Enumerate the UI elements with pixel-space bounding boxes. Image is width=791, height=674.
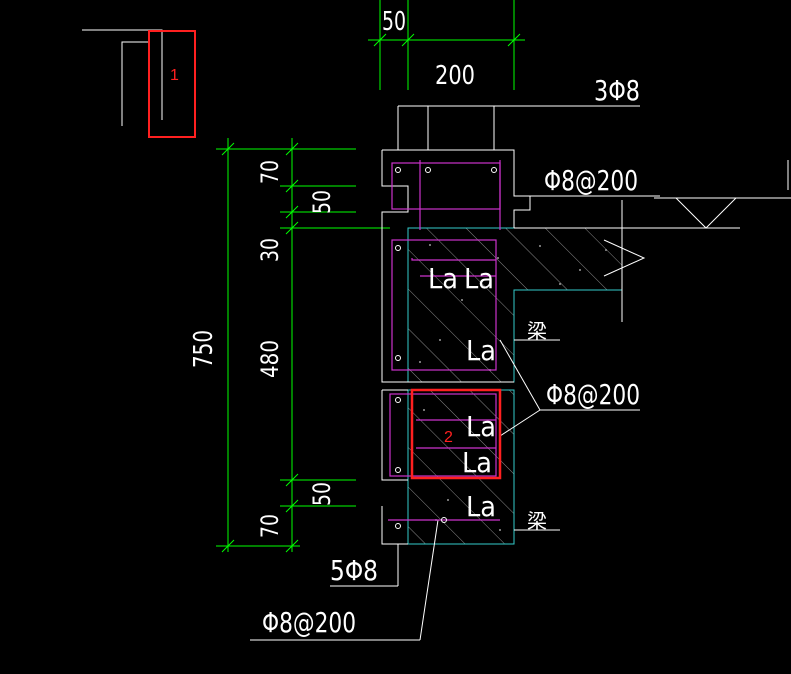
section-outline bbox=[250, 105, 791, 641]
stirrup-middle-label: Φ8@200 bbox=[546, 378, 640, 411]
rebar-bottom-label: 5Φ8 bbox=[330, 554, 378, 587]
dim-top-50: 50 bbox=[382, 7, 406, 37]
upper-beam bbox=[407, 227, 623, 383]
callout-box-1-label: 1 bbox=[170, 67, 179, 84]
dim-seg-30: 30 bbox=[256, 238, 284, 262]
callout-box-2-label: 2 bbox=[444, 429, 453, 446]
anchorage-mid-2: La bbox=[462, 446, 492, 479]
dim-total-750: 750 bbox=[189, 330, 219, 368]
dim-seg-50-top: 50 bbox=[308, 190, 336, 214]
stirrup-lower-label: Φ8@200 bbox=[262, 606, 356, 639]
callout-box-1[interactable] bbox=[148, 30, 196, 138]
anchorage-upper-3: La bbox=[466, 334, 496, 367]
dim-seg-480: 480 bbox=[256, 340, 284, 378]
anchorage-upper-1: La bbox=[428, 262, 458, 295]
anchorage-mid-3: La bbox=[466, 490, 496, 523]
rebar-top-label: 3Φ8 bbox=[594, 74, 640, 107]
dim-top-200: 200 bbox=[435, 61, 475, 91]
lower-beam bbox=[407, 389, 515, 545]
anchorage-upper-2: La bbox=[464, 262, 494, 295]
rebar-dots bbox=[395, 167, 497, 529]
dim-seg-70-top: 70 bbox=[256, 160, 284, 184]
section-outline-topleft-2 bbox=[121, 41, 150, 126]
dim-seg-70-bottom: 70 bbox=[256, 514, 284, 538]
dim-seg-50-bottom: 50 bbox=[308, 482, 336, 506]
callout-1: 1 bbox=[82, 29, 196, 138]
callout-box-2[interactable] bbox=[410, 388, 502, 480]
top-dimensions bbox=[368, 0, 525, 90]
stirrup-upper-label: Φ8@200 bbox=[544, 164, 638, 197]
stirrups bbox=[388, 160, 501, 521]
beam-label-upper: 梁 bbox=[527, 319, 547, 343]
left-dimensions bbox=[216, 138, 390, 553]
beam-label-lower: 梁 bbox=[527, 509, 547, 533]
anchorage-mid-1: La bbox=[466, 410, 496, 443]
